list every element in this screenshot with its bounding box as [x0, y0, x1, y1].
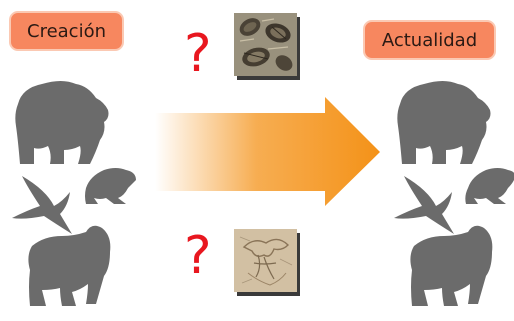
question-mark-top: ?	[184, 24, 212, 84]
bird-fossil-photo	[234, 229, 297, 292]
creation-label: Creación	[9, 11, 124, 51]
creation-label-text: Creación	[27, 20, 106, 42]
bear-silhouette-icon	[397, 81, 491, 164]
trilobite-fossil-icon	[234, 13, 297, 76]
bear-silhouette-icon	[15, 81, 109, 164]
frog-silhouette-icon	[85, 168, 136, 204]
trilobite-fossil-photo	[234, 13, 297, 76]
gorilla-silhouette-icon	[410, 225, 493, 306]
bird-fossil-icon	[234, 229, 297, 292]
gorilla-silhouette-icon	[28, 225, 111, 306]
question-mark-bottom: ?	[184, 226, 212, 286]
bird-silhouette-icon	[12, 176, 72, 234]
present-label-text: Actualidad	[381, 29, 478, 51]
frog-silhouette-icon	[465, 168, 514, 204]
present-label: Actualidad	[363, 20, 496, 60]
bird-silhouette-icon	[394, 176, 454, 234]
